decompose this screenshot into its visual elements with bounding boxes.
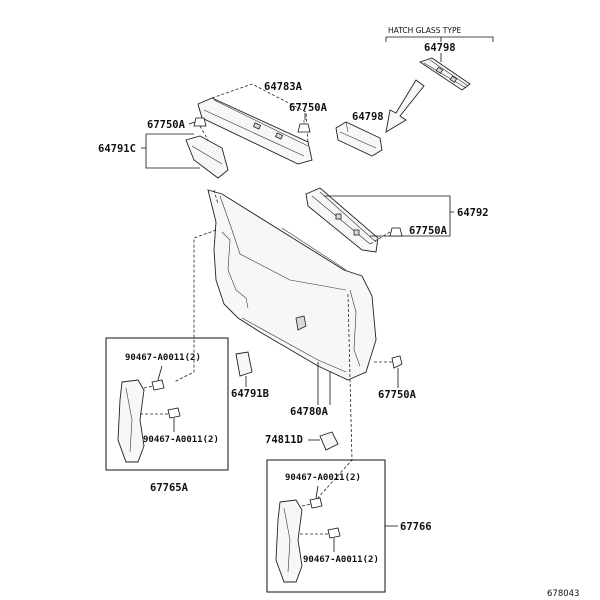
part-64798-hatch-strip: [418, 57, 471, 91]
dash-to-left-box: [173, 229, 217, 383]
hatch-bracket-line: [385, 36, 494, 42]
figure-id: 678043: [547, 589, 579, 599]
label-64783A: 64783A: [264, 81, 303, 93]
part-67766: [275, 499, 303, 583]
door-trim-left-pocket: [221, 231, 249, 309]
label-64798-mid: 64798: [352, 111, 384, 123]
clip-90467-b: [167, 407, 181, 419]
door-trim-tab: [295, 315, 307, 331]
label-64798-top: 64798: [424, 42, 456, 54]
door-trim-right-pocket: [349, 289, 361, 367]
label-64792: 64792: [457, 207, 489, 219]
leader-67750A-left: [188, 121, 196, 125]
dash-clip-right: [369, 231, 391, 245]
label-67750A-right: 67750A: [409, 225, 448, 237]
garnish-clip-1: [252, 122, 262, 130]
label-67750A-left: 67750A: [147, 119, 186, 131]
part-67765A: [117, 379, 145, 463]
door-trim-inner-1: [219, 195, 347, 291]
clip-left-body: [193, 117, 207, 127]
side-garnish-body: [305, 187, 379, 253]
label-90467-c: 90467-A0011(2): [285, 473, 361, 483]
part-67765A-detail: [125, 387, 133, 453]
label-64791C: 64791C: [98, 143, 136, 155]
hatch-strip-clip-1: [435, 66, 444, 74]
dash-90467-c: [301, 503, 313, 507]
label-90467-d: 90467-A0011(2): [303, 555, 379, 565]
label-90467-a: 90467-A0011(2): [125, 353, 201, 363]
label-64780A: 64780A: [290, 406, 329, 418]
part-74811D: [319, 431, 339, 451]
part-67766-body: [275, 499, 303, 583]
part-64798-cap: [335, 121, 383, 157]
cap-body: [335, 121, 383, 157]
clip-low-body: [391, 355, 403, 369]
hatch-glass-type-group: HATCH GLASS TYPE: [385, 26, 494, 42]
label-67750A-top: 67750A: [289, 102, 328, 114]
door-trim-bottom-edge: [241, 317, 347, 373]
leader-64792-top: [324, 195, 454, 213]
label-67750A-low: 67750A: [378, 389, 417, 401]
label-90467-b: 90467-A0011(2): [143, 435, 219, 445]
upper-garnish-lines: [203, 99, 309, 157]
dash-64783A: [211, 83, 309, 143]
dash-clip-left: [199, 125, 209, 141]
hatch-strip-detail: [423, 59, 469, 89]
leader-90467-c: [315, 485, 319, 499]
label-74811D: 74811D: [265, 434, 303, 446]
hatch-glass-type-caption: HATCH GLASS TYPE: [388, 26, 461, 35]
clip-67750A-left: [193, 117, 207, 127]
hatch-strip-clip-2: [449, 75, 458, 83]
label-67766: 67766: [400, 521, 432, 533]
part-67766-detail: [283, 507, 291, 573]
side-garnish-clip-1: [335, 213, 342, 220]
clip-90467-a: [151, 379, 165, 391]
inset-box-67765A: [105, 337, 229, 471]
side-garnish-lines: [311, 191, 377, 245]
clip-right-body: [389, 227, 403, 237]
side-garnish-clip-2: [353, 229, 360, 236]
part-64791B: [235, 351, 253, 377]
dash-90467-a: [143, 385, 155, 389]
clip-90467-c: [309, 497, 323, 509]
part-64792-side-garnish: [305, 187, 379, 253]
leader-64791C: [141, 134, 200, 169]
clip-90467-d: [327, 527, 341, 539]
clip-67750A-right: [389, 227, 403, 237]
part-74811D-body: [319, 431, 339, 451]
leader-90467-a: [157, 365, 163, 381]
door-trim-inner-2: [281, 227, 347, 271]
label-67765A: 67765A: [150, 482, 189, 494]
part-64791C-line: [191, 145, 223, 165]
direction-arrow: [385, 79, 425, 133]
part-64791C-body: [185, 135, 229, 179]
clip-67750A-top: [297, 120, 311, 133]
clip-top-body: [297, 123, 311, 133]
clip-67750A-low: [391, 355, 403, 369]
hatch-strip-body: [418, 57, 471, 91]
label-64791B: 64791B: [231, 388, 269, 400]
door-trim-body: [207, 189, 377, 381]
garnish-clip-2: [274, 132, 284, 140]
cap-detail: [339, 121, 377, 149]
part-67765A-body: [117, 379, 145, 463]
part-64780A-door-trim: [207, 189, 377, 381]
part-64791C: [185, 135, 229, 179]
part-64791B-body: [235, 351, 253, 377]
dash-top-left: [213, 189, 219, 205]
